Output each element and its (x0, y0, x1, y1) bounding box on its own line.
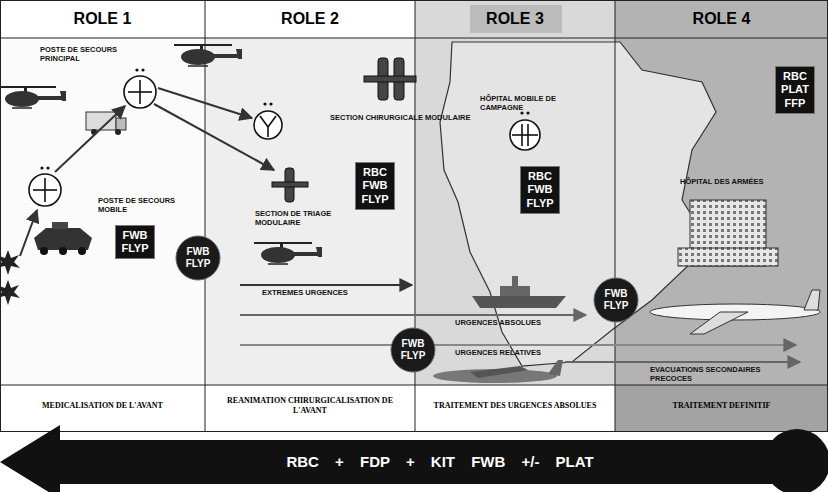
role-grounds (0, 0, 828, 432)
node-text: FWB FLYP (186, 246, 211, 270)
role-heading: ROLE 2 (205, 0, 415, 38)
evacuation-arrows (20, 88, 800, 362)
explosions (0, 250, 20, 305)
role-column: ROLE 1 MEDICALISATION DE L'AVANT FWB FLYP (0, 0, 205, 432)
blood-product-oval: FWB FLYP (390, 327, 436, 373)
ship (472, 276, 566, 308)
role-caption: TRAITEMENT DES URGENCES ABSOLUES (415, 385, 615, 427)
role-column: ROLE 3 TRAITEMENT DES URGENCES ABSOLUES RB… (415, 0, 615, 432)
unit-label: HÔPITAL MOBILE DE CAMPAGNE (480, 95, 580, 112)
supply-arrow: RBC + FDP + KIT FWB +/- PLAT (0, 425, 828, 492)
role-column: ROLE 4 TRAITEMENT DEFINITIF RBC PLAT FFP (615, 0, 828, 432)
helicopters (0, 45, 322, 264)
unit-label: SECTION DE TRIAGE MODULAIRE (255, 210, 340, 227)
blood-product-box: RBC FWB FLYP (355, 162, 394, 210)
role-column: ROLE 2 REANIMATION CHIRURGICALISATION DE … (205, 0, 415, 432)
unit-label: POSTE DE SECOURS MOBILE (98, 197, 178, 214)
role-heading: ROLE 3 (415, 0, 615, 38)
blood-product-box: RBC FWB FLYP (520, 166, 559, 214)
node-text: FWB FLYP (401, 338, 426, 362)
flow-label: URGENCES ABSOLUES (455, 319, 541, 328)
unit-label: SECTION CHIRURGICALE MODULAIRE (330, 114, 470, 123)
role-caption: REANIMATION CHIRURGICALISATION DE L'AVAN… (205, 385, 415, 427)
airliner (650, 290, 820, 334)
node-text: RBC FWB FLYP (361, 166, 388, 206)
role-heading: ROLE 4 (615, 0, 828, 38)
blood-product-oval: FWB FLYP (175, 235, 221, 281)
armoured-vehicle (34, 222, 92, 255)
blood-product-box: FWB FLYP (115, 225, 154, 259)
blood-product-box: RBC PLAT FFP (775, 66, 815, 114)
node-text: RBC + FDP + KIT FWB +/- PLAT (150, 440, 730, 484)
transport-plane (433, 360, 563, 383)
flow-label: EXTREMES URGENCES (262, 289, 348, 298)
node-text: RBC FWB FLYP (526, 170, 553, 210)
unit-label: POSTE DE SECOURS PRINCIPAL (40, 46, 135, 63)
node-text: RBC PLAT FFP (781, 70, 809, 110)
flow-label: URGENCES RELATIVES (455, 349, 541, 358)
flow-label: EVACUATIONS SECONDAIRES PRECOCES (650, 366, 800, 383)
role-caption: TRAITEMENT DEFINITIF (615, 385, 828, 427)
role-caption: MEDICALISATION DE L'AVANT (0, 385, 205, 427)
hospital-building (678, 200, 778, 266)
unit-label: HÔPITAL DES ARMÉES (680, 178, 764, 187)
node-text: FWB FLYP (121, 229, 148, 255)
blood-product-oval: FWB FLYP (593, 277, 639, 323)
medical-post-symbols (29, 76, 540, 206)
role-heading: ROLE 1 (0, 0, 205, 38)
rank-dots (40, 68, 529, 169)
node-text: FWB FLYP (604, 288, 629, 312)
grid-lines (0, 0, 828, 432)
